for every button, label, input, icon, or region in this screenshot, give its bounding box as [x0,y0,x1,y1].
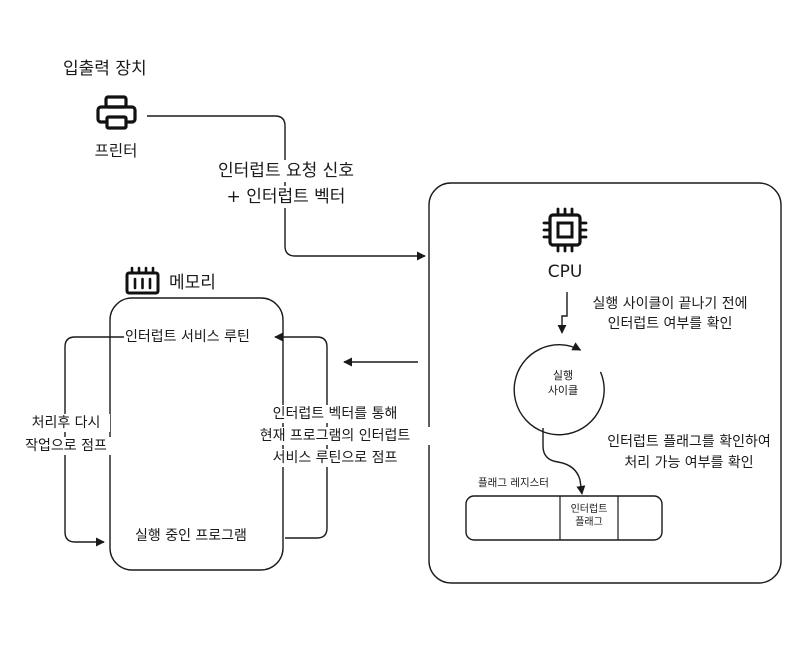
vector-jump-line2: 현재 프로그램의 인터럽트 [238,427,432,446]
flag-register-label: 플래그 레지스터 [478,477,549,491]
request-label-line1: 인터럽트 요청 신호 [196,160,376,183]
cpu-note-line2: 인터럽트 여부를 확인 [607,316,733,332]
flag-register-box [465,495,663,541]
flag-note-line1: 인터럽트 플래그를 확인하여 [607,434,771,450]
cpu-frame [428,182,782,584]
flag-cell-line1: 인터럽트 [570,504,608,515]
check-interrupt-arrow [557,292,568,334]
cycle-label-line2: 사이클 [547,384,579,397]
printer-icon [96,95,137,130]
vector-jump-line1: 인터럽트 벡터를 통해 [242,405,428,424]
printer-label: 프린터 [94,142,138,160]
cpu-chip-icon [542,207,588,253]
cpu-label: CPU [547,262,583,282]
flag-cell-line2: 플래그 [575,517,603,528]
return-note-line1: 처리후 다시 [22,414,110,433]
return-note-line2: 작업으로 점프 [12,437,120,456]
execute-cycle-circle [513,342,605,436]
isr-label: 인터럽트 서비스 루틴 [125,329,250,345]
memory-icon [125,266,160,295]
cpu-note-line1: 실행 사이클이 끝나기 전에 [592,296,748,312]
running-program-label: 실행 중인 프로그램 [135,528,247,544]
check-flag-arrow [542,428,586,495]
flag-note-line2: 처리 가능 여부를 확인 [624,455,754,471]
memory-title: 메모리 [169,273,216,293]
cycle-label-line1: 실행 [552,369,574,382]
io-title: 입출력 장치 [63,59,147,79]
request-label-line2: + 인터럽트 벡터 [196,186,376,209]
vector-jump-line3: 서비스 루틴으로 점프 [248,449,422,468]
